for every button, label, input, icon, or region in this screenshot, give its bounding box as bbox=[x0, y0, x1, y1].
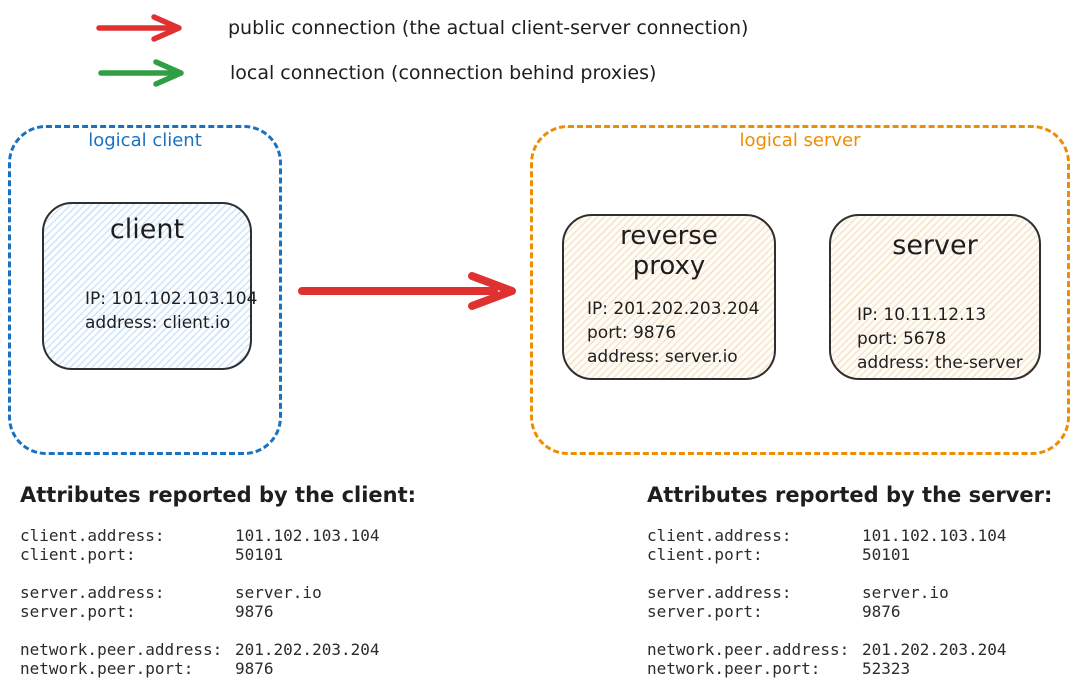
client-attr-group-network-peer: network.peer.address: 201.202.203.204 ne… bbox=[20, 640, 416, 678]
local-connection-arrow-icon bbox=[98, 59, 184, 87]
attr-key: server.address: bbox=[20, 583, 165, 602]
attr-key: network.peer.address: bbox=[20, 640, 223, 659]
legend-item-public-connection: public connection (the actual client-ser… bbox=[95, 12, 748, 44]
server-attr-group-client: client.address: 101.102.103.104 client.p… bbox=[647, 526, 1052, 564]
reverse-proxy-address-line: address: server.io bbox=[587, 347, 738, 367]
attr-key: network.peer.port: bbox=[647, 659, 821, 678]
attr-row: network.peer.address: 201.202.203.204 bbox=[20, 640, 416, 659]
reverse-proxy-node: reverse proxy IP: 201.202.203.204 port: … bbox=[562, 214, 776, 380]
logical-server-group: logical server reverse proxy IP: 201.202… bbox=[530, 125, 1070, 455]
attr-row: network.peer.port: 9876 bbox=[20, 659, 416, 678]
server-node: server IP: 10.11.12.13 port: 5678 addres… bbox=[829, 214, 1041, 380]
attr-value: 9876 bbox=[862, 602, 901, 621]
server-attributes-panel: Attributes reported by the server: clien… bbox=[647, 482, 1052, 691]
server-ip-line: IP: 10.11.12.13 bbox=[857, 305, 987, 325]
attr-value: 9876 bbox=[235, 659, 274, 678]
attr-row: network.peer.address: 201.202.203.204 bbox=[647, 640, 1052, 659]
server-attr-group-server: server.address: server.io server.port: 9… bbox=[647, 583, 1052, 621]
client-node-title: client bbox=[109, 214, 185, 245]
attr-key: server.port: bbox=[647, 602, 763, 621]
attr-row: server.address: server.io bbox=[647, 583, 1052, 602]
client-attr-group-server: server.address: server.io server.port: 9… bbox=[20, 583, 416, 621]
attr-value: server.io bbox=[235, 583, 322, 602]
attr-row: server.port: 9876 bbox=[20, 602, 416, 621]
attr-value: 201.202.203.204 bbox=[862, 640, 1007, 659]
logical-server-label: logical server bbox=[739, 130, 861, 151]
client-node: client IP: 101.102.103.104 address: clie… bbox=[42, 202, 257, 370]
client-address-line: address: client.io bbox=[85, 313, 231, 333]
attr-row: client.address: 101.102.103.104 bbox=[647, 526, 1052, 545]
reverse-proxy-node-details: IP: 201.202.203.204 port: 9876 address: … bbox=[587, 297, 759, 369]
server-port-line: port: 5678 bbox=[857, 329, 947, 349]
attr-key: client.address: bbox=[20, 526, 165, 545]
attr-key: network.peer.port: bbox=[20, 659, 194, 678]
attr-row: server.port: 9876 bbox=[647, 602, 1052, 621]
attr-key: server.address: bbox=[647, 583, 792, 602]
attr-key: network.peer.address: bbox=[647, 640, 850, 659]
attr-value: 201.202.203.204 bbox=[235, 640, 380, 659]
attr-row: network.peer.port: 52323 bbox=[647, 659, 1052, 678]
attr-key: client.port: bbox=[20, 545, 136, 564]
logical-client-group: logical client client IP: 101.102.103.10… bbox=[8, 125, 282, 455]
attr-key: client.port: bbox=[647, 545, 763, 564]
client-node-details: IP: 101.102.103.104 address: client.io bbox=[85, 287, 257, 335]
public-connection-arrow-icon bbox=[96, 14, 182, 42]
reverse-proxy-ip-line: IP: 201.202.203.204 bbox=[587, 299, 760, 319]
server-node-title: server bbox=[892, 230, 978, 261]
attr-value: 50101 bbox=[862, 545, 911, 564]
client-attributes-heading: Attributes reported by the client: bbox=[20, 483, 417, 507]
attr-value: 101.102.103.104 bbox=[235, 526, 380, 545]
attr-row: client.port: 50101 bbox=[647, 545, 1052, 564]
server-node-details: IP: 10.11.12.13 port: 5678 address: the-… bbox=[857, 303, 1023, 375]
server-attr-group-network-peer: network.peer.address: 201.202.203.204 ne… bbox=[647, 640, 1052, 678]
attr-value: 52323 bbox=[862, 659, 911, 678]
legend-label-local-connection: local connection (connection behind prox… bbox=[230, 62, 657, 84]
client-to-server-arrow-icon bbox=[298, 272, 516, 310]
server-address-line: address: the-server bbox=[857, 353, 1023, 373]
attr-key: client.address: bbox=[647, 526, 792, 545]
server-attributes-heading: Attributes reported by the server: bbox=[647, 483, 1053, 507]
attr-value: server.io bbox=[862, 583, 949, 602]
attr-value: 101.102.103.104 bbox=[862, 526, 1007, 545]
reverse-proxy-port-line: port: 9876 bbox=[587, 323, 677, 343]
legend-label-public-connection: public connection (the actual client-ser… bbox=[228, 17, 749, 39]
client-attr-group-client: client.address: 101.102.103.104 client.p… bbox=[20, 526, 416, 564]
client-ip-line: IP: 101.102.103.104 bbox=[85, 289, 258, 309]
attr-value: 50101 bbox=[235, 545, 284, 564]
legend-item-local-connection: local connection (connection behind prox… bbox=[97, 57, 656, 89]
attr-value: 9876 bbox=[235, 602, 274, 621]
attr-row: server.address: server.io bbox=[20, 583, 416, 602]
reverse-proxy-node-title: reverse proxy bbox=[620, 221, 718, 281]
attr-row: client.port: 50101 bbox=[20, 545, 416, 564]
client-attributes-panel: Attributes reported by the client: clien… bbox=[20, 482, 416, 691]
attr-row: client.address: 101.102.103.104 bbox=[20, 526, 416, 545]
logical-client-label: logical client bbox=[88, 130, 202, 151]
attr-key: server.port: bbox=[20, 602, 136, 621]
